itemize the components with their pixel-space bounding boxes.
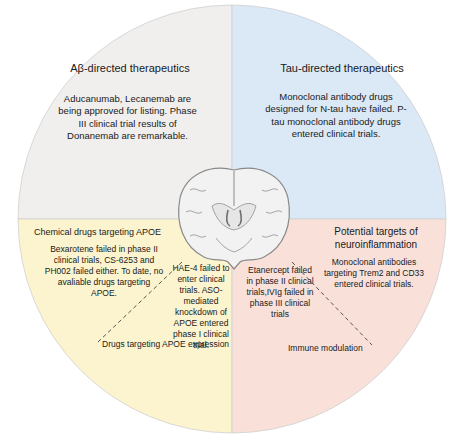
panel-body: Etanercept failed in phase II clinical t… (244, 265, 316, 320)
quadrant-shape (232, 219, 446, 433)
quadrant-panel: Tau-directed therapeuticsMonoclonal anti… (232, 5, 446, 219)
panel-heading: Tau-directed therapeutics (262, 61, 422, 75)
panel-heading: Potential targets of neuroinflammation (328, 225, 424, 251)
quadrant-panel: Aβ-directed therapeuticsAducanumab, Leca… (18, 5, 232, 219)
panel-body: Bexarotene failed in phase II clinical t… (44, 244, 164, 299)
panel-body: HAE-4 failed to enter clinical trials. A… (168, 263, 234, 351)
dashed-divider (292, 262, 372, 345)
panel-heading: Aβ-directed therapeutics (50, 61, 210, 75)
panel-subheading: Drugs targeting APOE expression (102, 339, 234, 350)
panel-body: Aducanumab, Lecanemab are being approved… (55, 93, 200, 142)
quadrant-panel: Potential targets of neuroinflammationMo… (232, 219, 446, 433)
quadrant-panel: Chemical drugs targeting APOE Bexarotene … (18, 219, 232, 433)
panel-body: Monoclonal antibodies targeting Trem2 an… (318, 257, 430, 290)
panel-heading: Chemical drugs targeting APOE (34, 227, 184, 239)
panel-body: Monoclonal antibody drugs designed for N… (262, 91, 410, 140)
dashed-divider (98, 262, 182, 342)
panel-subheading: Immune modulation (288, 343, 378, 354)
